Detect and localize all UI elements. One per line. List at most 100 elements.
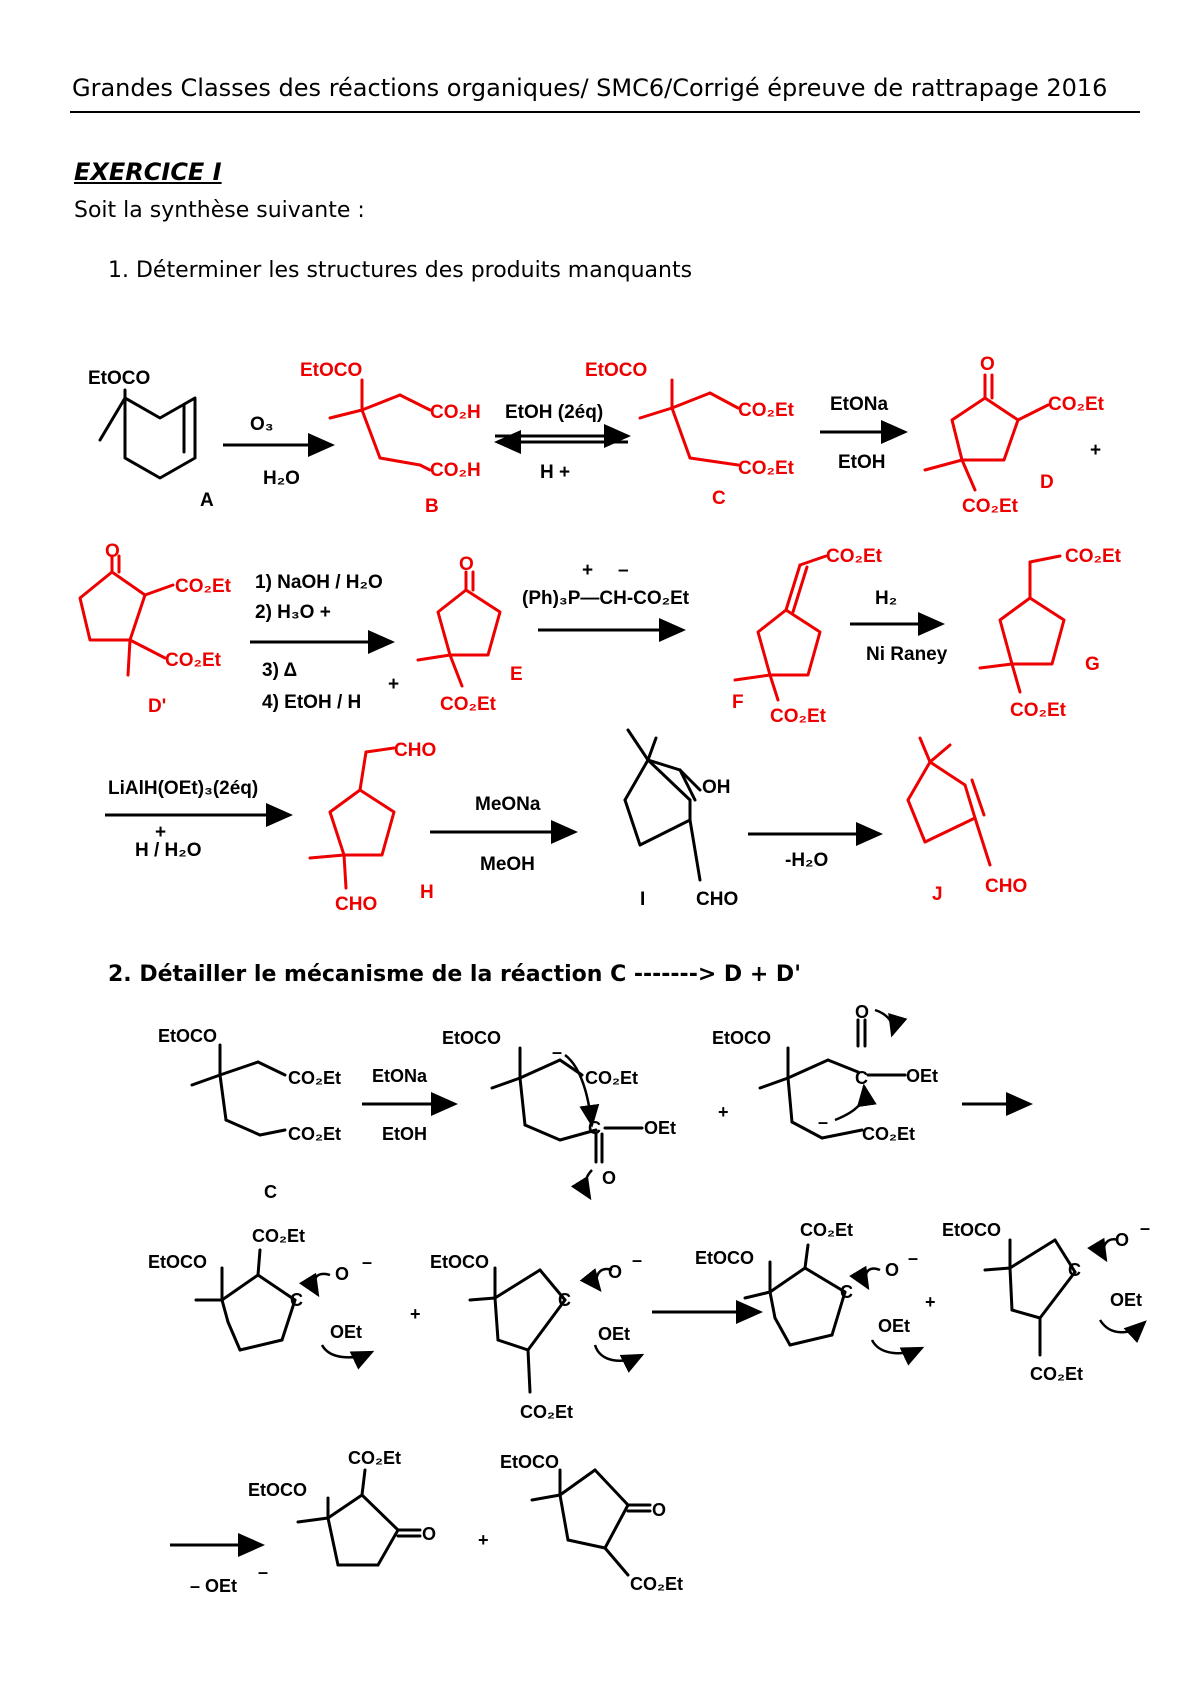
mc-co2et-1: CO₂Et: [288, 1068, 341, 1088]
mt3-oet: OEt: [878, 1316, 910, 1336]
mech-compound-c: EtOCO CO₂Et CO₂Et C: [158, 1026, 341, 1202]
label-j: J: [932, 884, 943, 905]
compound-d-prime: O CO₂Et CO₂Et D': [78, 541, 232, 717]
label-a: A: [200, 490, 214, 511]
mech-plus-4: +: [478, 1530, 489, 1550]
f-co2et-1: CO₂Et: [826, 546, 883, 567]
dp-oxo: O: [105, 541, 120, 562]
c-etoco: EtOCO: [585, 360, 647, 381]
label-b: B: [425, 496, 439, 517]
mt4-co2et: CO₂Et: [1030, 1364, 1083, 1384]
mpdp-etoco: EtOCO: [500, 1452, 559, 1472]
mech-tetrahedral-3: EtOCO CO₂Et C O – OEt: [695, 1220, 925, 1366]
mech-enolate-2: EtOCO C OEt O CO₂Et –: [712, 1002, 938, 1144]
mt3-co2et: CO₂Et: [800, 1220, 853, 1240]
mech-reagent-etoh: EtOH: [382, 1124, 427, 1144]
mech-product-d-prime: EtOCO O CO₂Et: [500, 1452, 683, 1594]
arrow-2: EtOH (2éq) H +: [494, 402, 631, 483]
mt1-o: O: [335, 1264, 349, 1284]
mt3-etoco: EtOCO: [695, 1248, 754, 1268]
d-oxo: O: [980, 354, 995, 375]
i-cho: CHO: [696, 889, 738, 910]
mech-minus-oet-sup: –: [258, 1562, 268, 1582]
mt1-c: C: [290, 1290, 303, 1310]
label-c: C: [712, 488, 726, 509]
compound-h: CHO CHO H: [308, 740, 436, 915]
mt3-c: C: [840, 1282, 853, 1302]
dp-co2et-1: CO₂Et: [175, 576, 232, 597]
compound-a: EtOCO A: [88, 368, 214, 511]
compound-i: OH CHO I: [623, 728, 738, 910]
mpdp-co2et: CO₂Et: [630, 1574, 683, 1594]
mt2-co2et: CO₂Et: [520, 1402, 573, 1422]
me2-etoco: EtOCO: [712, 1028, 771, 1048]
mpd-o: O: [422, 1524, 436, 1544]
mech-enolate-1: EtOCO CO₂Et C OEt O –: [442, 1028, 676, 1201]
mt3-minus: –: [908, 1248, 918, 1268]
a-etoco: EtOCO: [88, 368, 150, 389]
me1-co2et: CO₂Et: [585, 1068, 638, 1088]
compound-g: CO₂Et CO₂Et G: [978, 546, 1122, 721]
reagent-meoh: MeOH: [480, 854, 535, 875]
label-d: D: [1040, 472, 1054, 493]
mt4-o: O: [1115, 1230, 1129, 1250]
d-co2et-2: CO₂Et: [962, 496, 1019, 517]
page-header: Grandes Classes des réactions organiques…: [72, 74, 1108, 102]
mc-etoco: EtOCO: [158, 1026, 217, 1046]
mt2-c: C: [558, 1290, 571, 1310]
compound-f: CO₂Et CO₂Et F: [732, 546, 883, 727]
mt1-etoco: EtOCO: [148, 1252, 207, 1272]
compound-j: CHO J: [906, 736, 1027, 905]
mt2-minus: –: [632, 1250, 642, 1270]
reagent-naoh: 1) NaOH / H₂O: [255, 572, 383, 593]
e-co2et: CO₂Et: [440, 694, 497, 715]
mt4-c: C: [1068, 1260, 1081, 1280]
mt3-o: O: [885, 1260, 899, 1280]
e-oxo: O: [459, 554, 474, 575]
mt2-oet: OEt: [598, 1324, 630, 1344]
me1-c: C: [588, 1118, 601, 1138]
mt1-oet: OEt: [330, 1322, 362, 1342]
reagent-etona: EtONa: [830, 394, 889, 415]
mech-arrow-final: – OEt –: [170, 1533, 268, 1596]
label-f: F: [732, 692, 744, 713]
arrow-8: MeONa MeOH: [430, 794, 578, 875]
mt4-oet: OEt: [1110, 1290, 1142, 1310]
me2-c: C: [855, 1068, 868, 1088]
reagent-lialh: LiAlH(OEt)₃(2éq): [108, 778, 258, 799]
reagent-minus-h2o: -H₂O: [785, 850, 828, 871]
reagent-h2: H₂: [875, 588, 897, 609]
reagent-h2o: H₂O: [263, 468, 300, 489]
reagent-h3o: 2) H₃O +: [255, 602, 331, 623]
mt2-o: O: [608, 1262, 622, 1282]
label-h: H: [420, 882, 434, 903]
ylide-plus: +: [582, 560, 593, 581]
arrow-3: EtONa EtOH: [820, 394, 908, 473]
arrow-6: H₂ Ni Raney: [850, 588, 948, 665]
reagent-etoh-2eq: EtOH (2éq): [505, 402, 603, 423]
plus-d: +: [1090, 440, 1101, 461]
b-co2h-2: CO₂H: [430, 460, 481, 481]
mt4-etoco: EtOCO: [942, 1220, 1001, 1240]
label-d-prime: D': [148, 696, 166, 717]
compound-c: EtOCO CO₂Et CO₂Et C: [585, 360, 795, 509]
mech-reagent-etona: EtONa: [372, 1066, 428, 1086]
mech-plus-1: +: [718, 1102, 729, 1122]
mt4-minus: –: [1140, 1218, 1150, 1238]
arrow-7: LiAlH(OEt)₃(2éq) H / H₂O +: [105, 778, 293, 861]
label-i: I: [640, 889, 645, 910]
compound-b: EtOCO CO₂H CO₂H B: [300, 360, 481, 517]
c-co2et-2: CO₂Et: [738, 458, 795, 479]
reagent-delta: 3) Δ: [262, 660, 297, 681]
g-co2et-2: CO₂Et: [1010, 700, 1067, 721]
reagent-ylide: (Ph)₃P—CH-CO₂Et: [522, 588, 690, 609]
me1-oet: OEt: [644, 1118, 676, 1138]
ylide-minus: –: [618, 560, 629, 581]
f-co2et-2: CO₂Et: [770, 706, 827, 727]
h-cho-2: CHO: [335, 894, 377, 915]
label-g: G: [1085, 654, 1100, 675]
mpd-etoco: EtOCO: [248, 1480, 307, 1500]
arrow-1: O₃ H₂O: [223, 414, 335, 489]
c-co2et-1: CO₂Et: [738, 400, 795, 421]
